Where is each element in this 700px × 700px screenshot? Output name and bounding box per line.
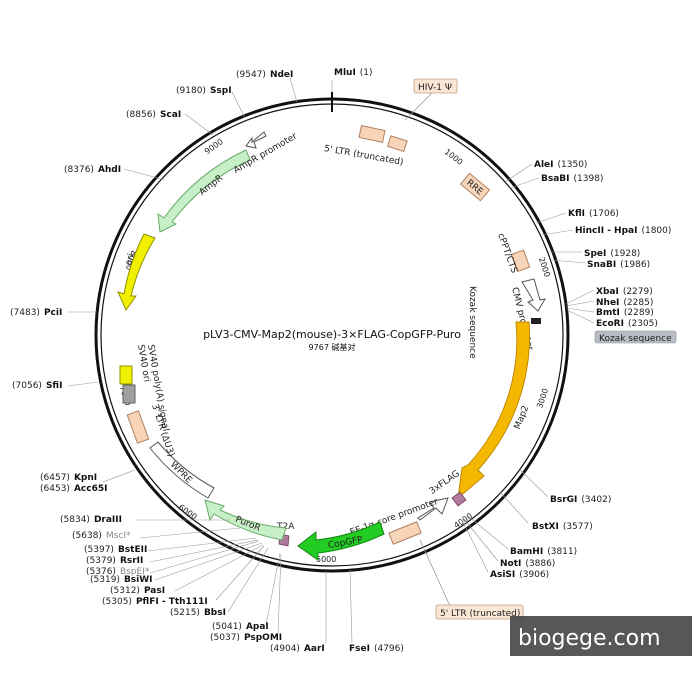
- puror-label: PuroR: [234, 515, 262, 534]
- tick-6000: 6000: [177, 503, 199, 522]
- site-draiii: (5834)DraIII: [60, 515, 122, 525]
- cppt-box: [510, 249, 531, 273]
- wpre-arrow: [149, 441, 215, 499]
- ampr-promoter-arrow: [245, 131, 267, 149]
- watermark-text: biogege.com: [518, 626, 661, 651]
- map2-arrow: [457, 321, 530, 500]
- site-ecori: EcoRI(2305): [596, 319, 658, 329]
- ltr5-box-b: [386, 135, 408, 153]
- hiv-label: HIV-1 Ψ: [418, 83, 452, 93]
- site-mlui: MluI(1): [334, 68, 373, 78]
- kozak-box-label: Kozak sequence: [599, 334, 672, 344]
- copgfp-arrow: [297, 521, 385, 561]
- site-bsrgi: BsrGI(3402): [550, 495, 611, 505]
- plasmid-name: pLV3-CMV-Map2(mouse)-3×FLAG-CopGFP-Puro: [203, 328, 461, 341]
- site-bmti: BmtI(2289): [596, 308, 654, 318]
- ef1a-arrow: [417, 497, 449, 521]
- ltr5-bottom-box: [435, 604, 524, 620]
- site-alei: AleI(1350): [534, 160, 587, 170]
- site-bstxi: BstXI(3577): [532, 522, 593, 532]
- restriction-sites: MluI(1) (9547)NdeI (9180)SspI (8856)ScaI…: [10, 68, 677, 654]
- feature-ef1a: EF-1α core promoter 5' LTR (truncated): [349, 497, 524, 620]
- cmv-arrow: [521, 278, 546, 312]
- ampr-arrow: [157, 149, 251, 233]
- site-asisi: AsiSI(3906): [490, 570, 549, 580]
- site-sfii: (7056)SfiI: [12, 381, 62, 391]
- plasmid-size: 9767 碱基对: [309, 342, 356, 352]
- site-bbsi: (5215)BbsI: [170, 608, 226, 618]
- site-ahdi: (8376)AhdI: [64, 165, 121, 175]
- site-snabi: SnaBI(1986): [587, 260, 650, 270]
- kozak-box: [594, 330, 677, 344]
- hiv-leader: [404, 91, 434, 121]
- feature-ampr: AmpR: [157, 149, 251, 233]
- ltr3-box: [126, 410, 150, 444]
- t2a-label: T2A: [276, 522, 295, 532]
- hiv-label-box: [413, 78, 458, 94]
- site-bsiwi: (5319)BsiWI: [90, 575, 153, 585]
- flag-label: 3xFLAG: [428, 469, 462, 497]
- site-spei: SpeI(1928): [584, 249, 640, 259]
- ltr5-bottom-label: 5' LTR (truncated): [440, 609, 520, 619]
- feature-copgfp: CopGFP: [297, 521, 385, 561]
- site-ndei: (9547)NdeI: [236, 70, 293, 80]
- site-sspi: (9180)SspI: [176, 86, 232, 96]
- flag-marker: [451, 491, 467, 507]
- site-nhei: NheI(2285): [596, 298, 653, 308]
- watermark: biogege.com: [510, 616, 692, 656]
- site-rsrii: (5379)RsrII: [86, 556, 143, 566]
- site-bsabi: BsaBI(1398): [541, 174, 603, 184]
- kozak-label: Kozak sequence: [467, 286, 477, 359]
- ori-arrow: [117, 233, 156, 312]
- site-bsteii: (5397)BstEII: [84, 545, 147, 555]
- tick-3000: 3000: [535, 387, 550, 409]
- tick-9000: 9000: [203, 137, 225, 156]
- site-kfli: KflI(1706): [568, 209, 619, 219]
- tick-5000: 5000: [316, 555, 336, 564]
- site-bspei: (5376)BspEI*: [86, 567, 150, 577]
- site-pflfi: (5305)PflFI - Tth111I: [102, 597, 208, 607]
- site-pcii: (7483)PciI: [10, 308, 62, 318]
- feature-hiv: HIV-1 Ψ: [404, 78, 458, 121]
- site-kpni: (6457)KpnI: [40, 473, 97, 483]
- sv40pa-box: [119, 365, 133, 385]
- tick-1000: 1000: [443, 147, 465, 167]
- sv40ori-box: [122, 384, 136, 404]
- feature-cppt: cPPT/CTS: [495, 232, 531, 275]
- feature-ori: ori: [117, 233, 156, 312]
- site-msci: (5638)MscI*: [72, 531, 131, 541]
- ltr5-box-a: [358, 125, 386, 143]
- feature-rre: RRE: [459, 172, 491, 202]
- site-fsei: FseI(4796): [349, 644, 404, 654]
- site-noti: NotI(3886): [500, 559, 555, 569]
- site-pasi: (5312)PasI: [110, 586, 165, 596]
- site-pspomi: (5037)PspOMI: [210, 633, 282, 643]
- map2-start-marker: [531, 318, 541, 324]
- ef1a-box: [388, 521, 422, 545]
- site-scai: (8856)ScaI: [126, 110, 181, 120]
- tick-2000: 2000: [537, 256, 552, 278]
- ori-label: ori: [124, 253, 137, 267]
- feature-sv40: SV40 poly(A) signal SV40 ori: [119, 344, 170, 432]
- site-apai: (5041)ApaI: [212, 622, 269, 632]
- watermark-bg: [510, 616, 692, 656]
- site-acc65i: (6453)Acc65I: [40, 484, 107, 494]
- site-xbai: XbaI(2279): [596, 287, 653, 297]
- site-hincii: HincII - HpaI(1800): [575, 226, 671, 236]
- ef1a-leader: [419, 539, 451, 607]
- feature-5ltr-top: 5' LTR (truncated): [323, 125, 408, 168]
- site-aari: (4904)AarI: [270, 644, 325, 654]
- rre-box: [459, 172, 491, 202]
- site-bamhi: BamHI(3811): [510, 547, 577, 557]
- puror-arrow: [204, 499, 287, 541]
